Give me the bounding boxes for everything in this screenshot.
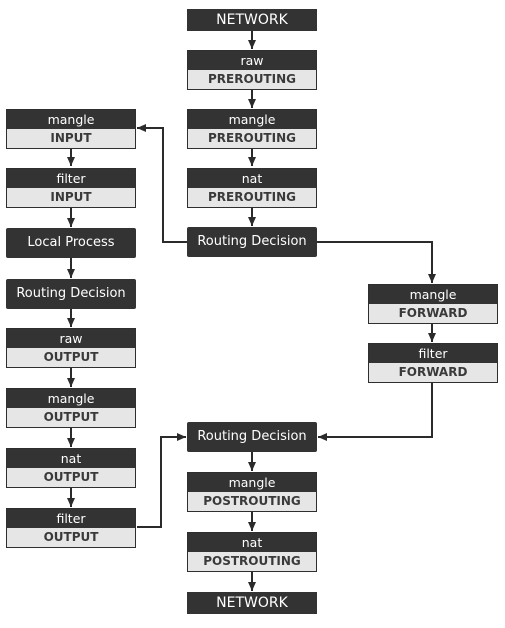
table-label: nat	[188, 533, 316, 552]
filter-output-node: filter OUTPUT	[6, 508, 136, 548]
network-in-node: NETWORK	[187, 9, 317, 31]
chain-label: OUTPUT	[7, 408, 135, 427]
routing-decision-postrouting: Routing Decision	[187, 422, 317, 452]
table-label: filter	[7, 509, 135, 528]
arrow-filter-out-to-routing	[137, 433, 186, 528]
chain-label: POSTROUTING	[188, 552, 316, 571]
table-label: mangle	[7, 389, 135, 408]
filter-input-node: filter INPUT	[6, 168, 136, 208]
nat-prerouting-node: nat PREROUTING	[187, 168, 317, 208]
mangle-postrouting-node: mangle POSTROUTING	[187, 472, 317, 512]
arrow-routing-to-mangle-input	[137, 124, 187, 243]
chain-label: PREROUTING	[188, 70, 316, 89]
chain-label: OUTPUT	[7, 528, 135, 547]
chain-label: OUTPUT	[7, 468, 135, 487]
chain-label: OUTPUT	[7, 348, 135, 367]
table-label: filter	[7, 169, 135, 188]
network-out-node: NETWORK	[187, 592, 317, 614]
table-label: filter	[369, 344, 497, 363]
arrow-filter-fwd-to-routing	[318, 383, 433, 441]
nat-output-node: nat OUTPUT	[6, 448, 136, 488]
table-label: raw	[7, 329, 135, 348]
table-label: raw	[188, 51, 316, 70]
chain-label: PREROUTING	[188, 129, 316, 148]
chain-label: FORWARD	[369, 304, 497, 323]
raw-output-node: raw OUTPUT	[6, 328, 136, 368]
table-label: mangle	[7, 110, 135, 129]
table-label: mangle	[369, 285, 497, 304]
chain-label: INPUT	[7, 129, 135, 148]
arrow-routing-to-mangle-forward	[317, 241, 436, 283]
chain-label: INPUT	[7, 188, 135, 207]
table-label: mangle	[188, 110, 316, 129]
routing-decision-prerouting: Routing Decision	[187, 227, 317, 257]
mangle-output-node: mangle OUTPUT	[6, 388, 136, 428]
local-process-node: Local Process	[6, 228, 136, 258]
mangle-prerouting-node: mangle PREROUTING	[187, 109, 317, 149]
nat-postrouting-node: nat POSTROUTING	[187, 532, 317, 572]
table-label: mangle	[188, 473, 316, 492]
raw-prerouting-node: raw PREROUTING	[187, 50, 317, 90]
chain-label: FORWARD	[369, 363, 497, 382]
mangle-forward-node: mangle FORWARD	[368, 284, 498, 324]
routing-decision-output: Routing Decision	[6, 279, 136, 309]
table-label: nat	[7, 449, 135, 468]
table-label: nat	[188, 169, 316, 188]
mangle-input-node: mangle INPUT	[6, 109, 136, 149]
chain-label: PREROUTING	[188, 188, 316, 207]
chain-label: POSTROUTING	[188, 492, 316, 511]
filter-forward-node: filter FORWARD	[368, 343, 498, 383]
